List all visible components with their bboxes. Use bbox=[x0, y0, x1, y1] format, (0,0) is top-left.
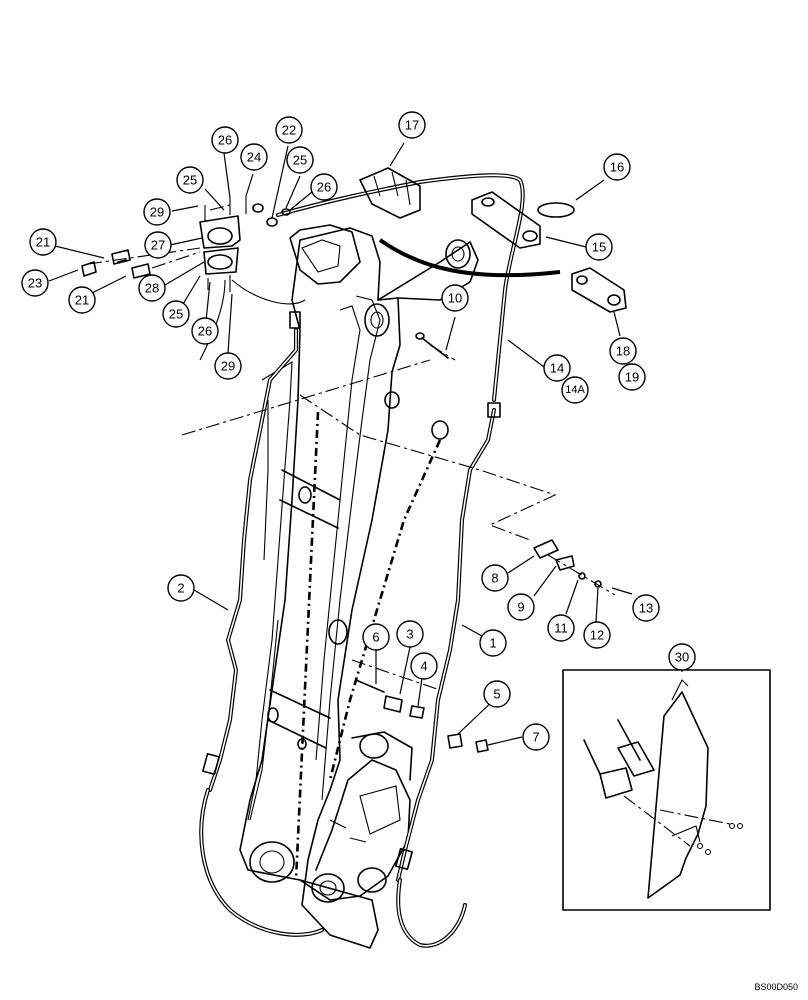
callout-4: 4 bbox=[410, 652, 438, 680]
callout-29-lower: 29 bbox=[214, 352, 242, 380]
svg-text:5: 5 bbox=[493, 687, 500, 702]
callout-14a: 14A bbox=[561, 376, 589, 404]
svg-text:27: 27 bbox=[151, 238, 165, 253]
callout-28: 28 bbox=[138, 274, 166, 302]
boom-arm bbox=[239, 224, 479, 949]
callout-2: 2 bbox=[167, 574, 195, 602]
svg-text:24: 24 bbox=[247, 150, 261, 165]
svg-text:25: 25 bbox=[293, 153, 307, 168]
svg-text:7: 7 bbox=[532, 730, 539, 745]
callout-17: 17 bbox=[398, 111, 426, 139]
callout-25-top-left: 25 bbox=[176, 166, 204, 194]
callout-16: 16 bbox=[603, 153, 631, 181]
svg-text:3: 3 bbox=[406, 627, 413, 642]
callout-22: 22 bbox=[275, 116, 303, 144]
svg-text:4: 4 bbox=[420, 659, 427, 674]
svg-text:28: 28 bbox=[145, 281, 159, 296]
svg-text:15: 15 bbox=[592, 240, 606, 255]
svg-text:17: 17 bbox=[405, 118, 419, 133]
callout-26-top-left: 26 bbox=[211, 126, 239, 154]
svg-text:30: 30 bbox=[675, 650, 689, 665]
callout-21-upper: 21 bbox=[29, 228, 57, 256]
svg-text:22: 22 bbox=[282, 123, 296, 138]
svg-text:8: 8 bbox=[491, 571, 498, 586]
svg-text:9: 9 bbox=[517, 600, 524, 615]
callout-8: 8 bbox=[481, 564, 509, 592]
callout-25-lower: 25 bbox=[162, 300, 190, 328]
svg-text:6: 6 bbox=[372, 630, 379, 645]
svg-text:18: 18 bbox=[616, 344, 630, 359]
svg-text:16: 16 bbox=[610, 160, 624, 175]
figure-code: BS00D050 bbox=[754, 982, 798, 992]
svg-text:21: 21 bbox=[75, 293, 89, 308]
callout-18: 18 bbox=[609, 337, 637, 365]
svg-text:11: 11 bbox=[554, 621, 568, 636]
svg-text:1: 1 bbox=[489, 636, 496, 651]
svg-text:12: 12 bbox=[590, 628, 604, 643]
callout-1: 1 bbox=[479, 629, 507, 657]
callout-12: 12 bbox=[583, 621, 611, 649]
callout-21-lower: 21 bbox=[68, 286, 96, 314]
small-parts bbox=[81, 167, 627, 753]
callout-30: 30 bbox=[668, 643, 696, 671]
callout-19: 19 bbox=[618, 363, 646, 391]
callout-7: 7 bbox=[522, 723, 550, 751]
callout-26-top-right: 26 bbox=[310, 173, 338, 201]
svg-text:26: 26 bbox=[198, 324, 212, 339]
svg-text:10: 10 bbox=[448, 291, 462, 306]
svg-text:13: 13 bbox=[639, 601, 653, 616]
callout-25-top-right: 25 bbox=[286, 146, 314, 174]
hydraulic-lines bbox=[199, 173, 561, 948]
callout-9: 9 bbox=[507, 593, 535, 621]
svg-text:19: 19 bbox=[625, 370, 639, 385]
callout-11: 11 bbox=[547, 614, 575, 642]
callout-15: 15 bbox=[585, 233, 613, 261]
svg-text:26: 26 bbox=[317, 180, 331, 195]
svg-text:21: 21 bbox=[36, 235, 50, 250]
svg-text:25: 25 bbox=[183, 173, 197, 188]
svg-text:26: 26 bbox=[218, 133, 232, 148]
callout-27: 27 bbox=[144, 231, 172, 259]
svg-text:25: 25 bbox=[169, 307, 183, 322]
callout-24: 24 bbox=[240, 143, 268, 171]
svg-text:29: 29 bbox=[221, 359, 235, 374]
svg-text:29: 29 bbox=[150, 205, 164, 220]
callout-13: 13 bbox=[632, 594, 660, 622]
inset-detail-box bbox=[562, 669, 771, 911]
callout-10: 10 bbox=[441, 284, 469, 312]
svg-text:23: 23 bbox=[28, 276, 42, 291]
callout-6: 6 bbox=[362, 623, 390, 651]
callout-14: 14 bbox=[543, 354, 571, 382]
callout-23: 23 bbox=[21, 269, 49, 297]
callout-29-upper: 29 bbox=[143, 198, 171, 226]
callout-5: 5 bbox=[483, 680, 511, 708]
callout-3: 3 bbox=[396, 620, 424, 648]
svg-text:14: 14 bbox=[550, 361, 564, 376]
svg-text:2: 2 bbox=[177, 581, 184, 596]
leader-lines bbox=[48, 142, 683, 746]
callout-26-lower: 26 bbox=[191, 317, 219, 345]
svg-text:14A: 14A bbox=[565, 384, 585, 396]
